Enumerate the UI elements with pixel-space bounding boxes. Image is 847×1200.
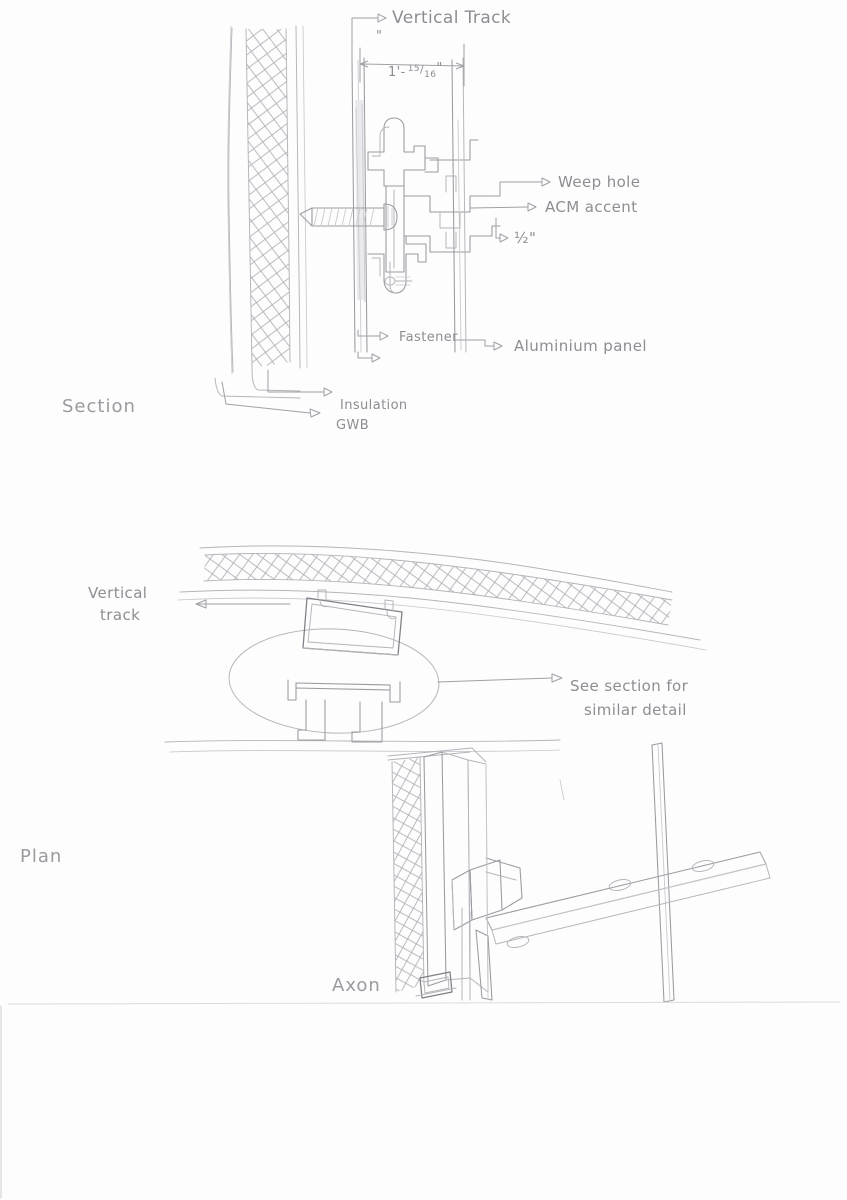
view-title-section: Section: [62, 396, 136, 417]
insulation-band: [245, 28, 291, 369]
label-vertical-track-plan-line1: Vertical: [88, 584, 147, 602]
leader-fastener: [357, 329, 389, 363]
plan-view: Vertical track See section for similar d…: [20, 545, 707, 867]
plan-clip-profile: [287, 679, 401, 743]
scan-edge-line: [7, 1001, 841, 1005]
leader-insulation: [267, 369, 333, 397]
dimension-panel-offset: [359, 43, 465, 87]
panel-leg-2: [462, 57, 467, 353]
leader-vertical-track-plan: [195, 599, 291, 609]
axon-sheathing-face: [423, 751, 447, 987]
view-title-plan: Plan: [20, 846, 62, 867]
plan-vertical-track-box: [302, 597, 403, 656]
label-fastener: Fastener: [399, 330, 458, 345]
section-view: 1'-15/16" " Vertical Track Weep hole ACM…: [62, 8, 647, 433]
sheathing-line-2: [302, 25, 308, 369]
vertical-track-member: [351, 57, 368, 353]
label-gwb: GWB: [336, 418, 369, 433]
plan-sheathing-line-2: [177, 597, 707, 651]
aluminium-clip-upper: [367, 117, 439, 187]
axon-wall-side-face: [441, 751, 471, 981]
label-weep-hole: Weep hole: [558, 173, 640, 191]
plan-detail-callout-oval: [228, 628, 440, 734]
axon-stray-mark-1: [559, 779, 565, 801]
gwb-face-line: [228, 27, 234, 373]
dimension-panel-offset-label: 1'-15/16": [388, 61, 443, 80]
wall-base-return: [214, 377, 301, 399]
insulation-base-return: [251, 367, 301, 392]
sheathing-line-1: [295, 25, 301, 369]
plan-sheathing-line: [179, 589, 701, 641]
leader-weep-hole: [485, 177, 551, 197]
plan-panel-line-1: [164, 739, 561, 743]
axon-base-detail: [415, 971, 457, 999]
panel-leg-1: [451, 59, 456, 353]
axon-insulation-face: [391, 756, 425, 993]
label-acm-accent: ACM accent: [545, 198, 637, 216]
axon-bracket: [451, 857, 523, 1001]
label-vertical-track: Vertical Track: [392, 8, 511, 28]
leader-vertical-track: [351, 13, 387, 63]
screw-threads: [313, 207, 375, 227]
view-title-axon: Axon: [332, 975, 381, 996]
plan-fastener-heads: [317, 589, 396, 620]
axon-construction-line: [485, 763, 489, 1001]
leader-acm-accent: [469, 202, 537, 212]
leader-gwb: [221, 381, 321, 418]
plan-insulation-band: [203, 552, 673, 626]
leader-see-section-note: [437, 673, 563, 683]
axon-vertical-track: [651, 742, 675, 1003]
track-tick-label: ": [376, 29, 382, 44]
gwb-face-line-ghost: [227, 25, 233, 375]
weep-hole-clips: [445, 175, 457, 249]
label-half-inch: ½": [514, 229, 536, 247]
label-vertical-track-plan-line2: track: [100, 606, 140, 624]
axon-view: Axon: [332, 742, 771, 1003]
plan-wall-top-line: [199, 545, 673, 593]
label-insulation: Insulation: [340, 398, 408, 413]
label-aluminium-panel: Aluminium panel: [514, 337, 647, 355]
secondary-fastener: [384, 276, 413, 286]
leader-half-inch: [495, 217, 509, 243]
label-see-section-line1: See section for: [570, 677, 689, 695]
axon-horizontal-rail: [485, 851, 771, 948]
leader-aluminium-panel: [454, 339, 503, 351]
label-see-section-line2: similar detail: [584, 701, 687, 719]
panel-leg-ghost: [457, 119, 462, 351]
aluminium-clip-lower: [367, 235, 427, 294]
axon-wall-top-edge: [387, 747, 487, 763]
bracket-body: [385, 185, 431, 273]
plan-panel-line-2: [169, 749, 561, 753]
fastener-screw: [299, 203, 398, 231]
